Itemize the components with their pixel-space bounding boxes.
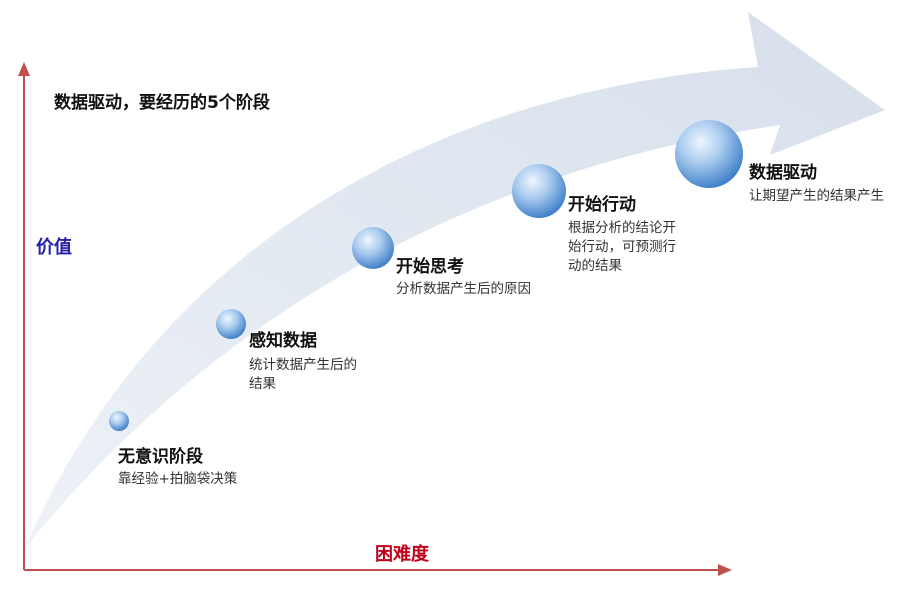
x-axis-arrow-icon (718, 564, 732, 576)
x-axis-label: 困难度 (375, 544, 429, 565)
stage-5-bubble (675, 120, 743, 188)
page-title: 数据驱动，要经历的5个阶段 (54, 93, 270, 113)
stage-2-bubble (216, 309, 246, 339)
stage-4-desc: 根据分析的结论开始行动，可预测行动的结果 (568, 220, 676, 274)
stage-2-desc: 统计数据产生后的结果 (249, 357, 357, 392)
stage-5-title: 数据驱动 (749, 163, 817, 183)
stage-3-desc: 分析数据产生后的原因 (396, 281, 531, 297)
progress-arrow (25, 12, 885, 548)
stage-1-bubble (109, 411, 129, 431)
stage-4-bubble (512, 164, 566, 218)
stage-5-desc: 让期望产生的结果产生 (749, 188, 884, 204)
y-axis-label: 价值 (36, 237, 72, 258)
stage-3-title: 开始思考 (396, 257, 464, 277)
stage-2-title: 感知数据 (249, 331, 317, 351)
y-axis-arrow-icon (18, 62, 30, 76)
stage-4-title: 开始行动 (568, 195, 636, 215)
stage-3-bubble (352, 227, 394, 269)
stage-1-title: 无意识阶段 (118, 447, 203, 467)
stage-1-desc: 靠经验+拍脑袋决策 (118, 471, 238, 487)
